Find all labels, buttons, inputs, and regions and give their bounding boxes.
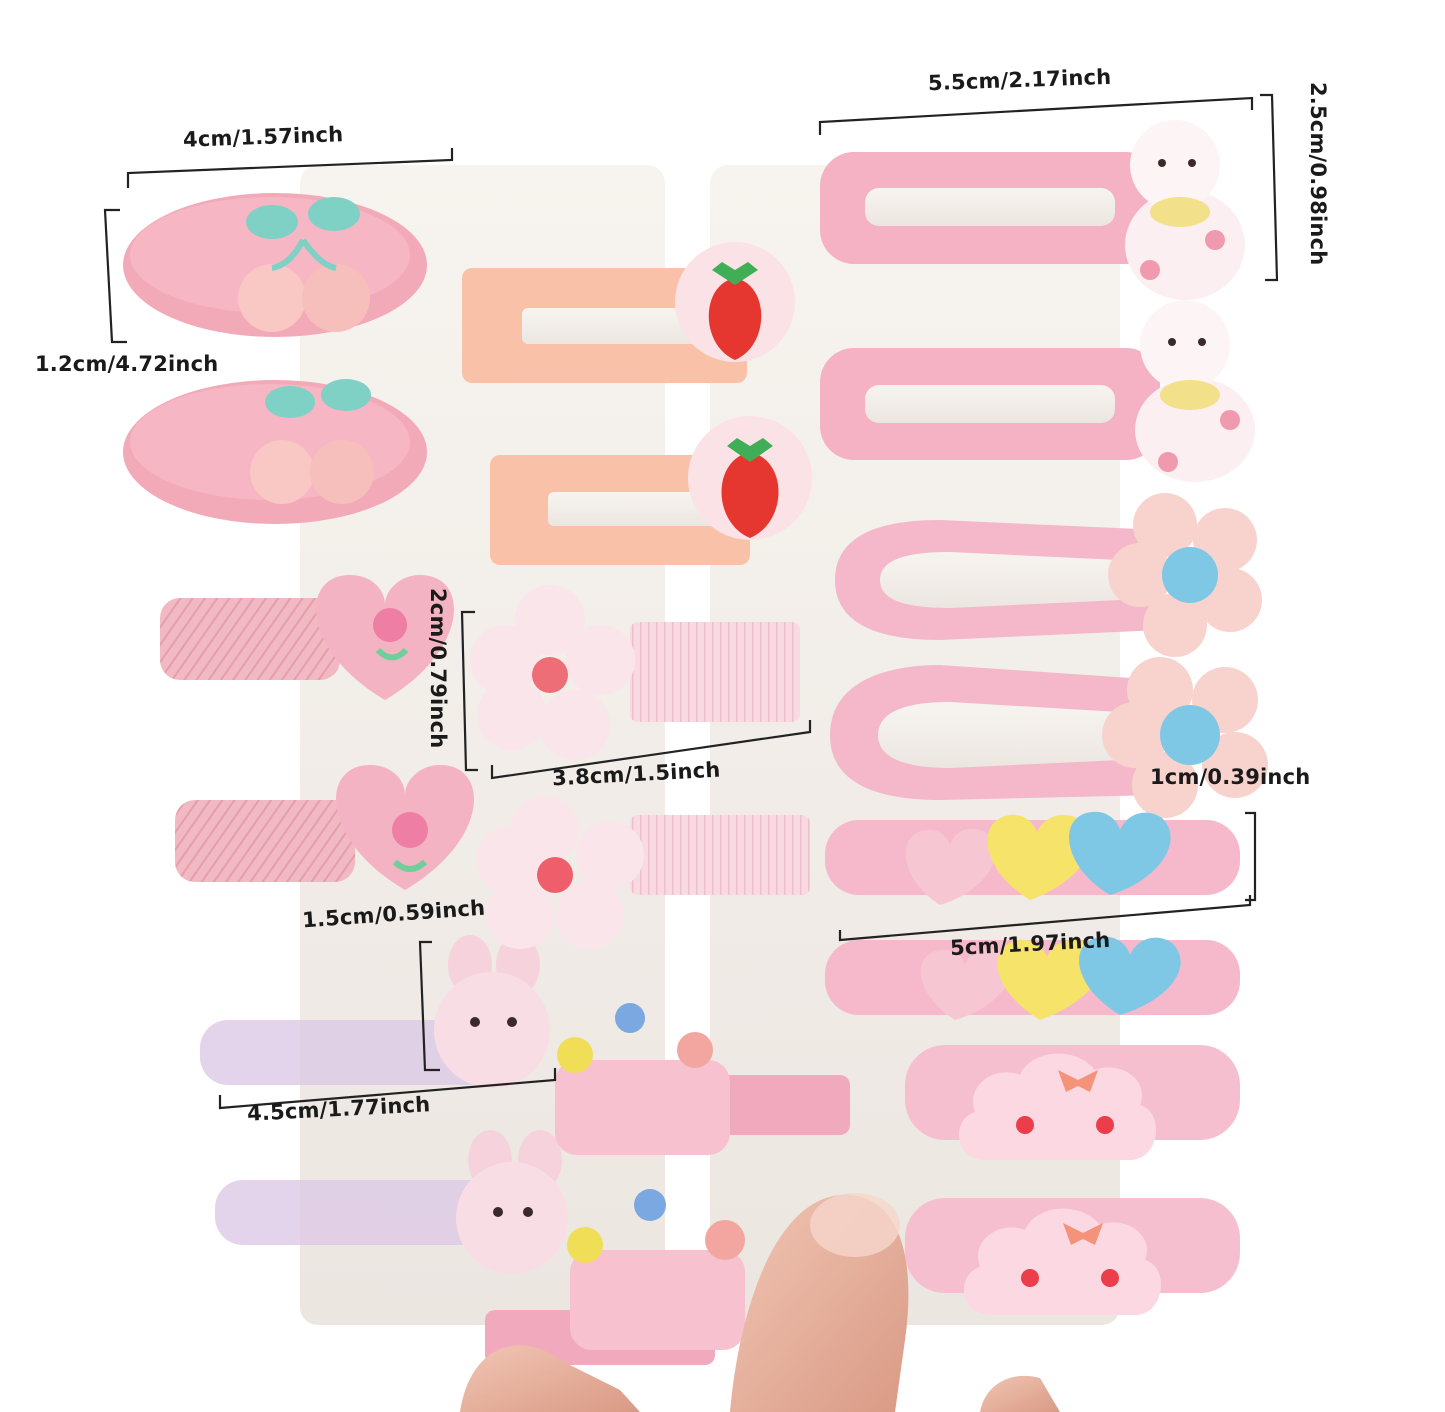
daisy-charm bbox=[476, 796, 644, 949]
cherry-hair-clip bbox=[123, 379, 427, 524]
cloud-charm bbox=[958, 1053, 1157, 1160]
bunny-charm bbox=[434, 935, 550, 1088]
flower-charm bbox=[1108, 493, 1262, 657]
cloud-face-clip bbox=[905, 1045, 1240, 1160]
daisy-ribbon-clip bbox=[470, 585, 800, 760]
heart-ribbon-clip bbox=[175, 765, 474, 890]
cat-charm bbox=[1135, 300, 1255, 482]
cloud-face-clip bbox=[905, 1198, 1240, 1315]
triple-heart-clip bbox=[825, 936, 1240, 1020]
cat-snap-clip bbox=[820, 120, 1245, 300]
flower-teardrop-clip bbox=[830, 657, 1268, 818]
crown-claw-clip bbox=[485, 1189, 745, 1365]
holding-hand bbox=[460, 1193, 1060, 1412]
bunny-clip bbox=[215, 1130, 568, 1274]
bunny-charm bbox=[456, 1130, 568, 1274]
crown-claw-clip bbox=[555, 1003, 850, 1155]
cherry-hair-clip bbox=[123, 193, 427, 337]
cherry-charm bbox=[250, 379, 374, 504]
flower-height-label: 2cm/0.79inch bbox=[426, 588, 450, 749]
daisy-charm bbox=[470, 585, 635, 760]
daisy-ribbon-clip bbox=[476, 796, 810, 949]
triple-heart-clip bbox=[825, 811, 1240, 905]
flower-charm bbox=[1102, 657, 1268, 818]
strawberry-snap-clip bbox=[462, 242, 795, 383]
heart-ribbon-clip bbox=[160, 575, 454, 700]
flower-teardrop-clip bbox=[835, 493, 1262, 657]
cherry-height-label: 1.2cm/4.72inch bbox=[35, 352, 219, 376]
cat-charm bbox=[1125, 120, 1245, 300]
cat-snap-clip bbox=[820, 300, 1255, 482]
cat-height-label: 2.5cm/0.98inch bbox=[1306, 82, 1330, 266]
dimension-lines bbox=[103, 93, 1279, 1110]
cloud-charm bbox=[963, 1208, 1162, 1315]
cherry-charm bbox=[238, 197, 370, 332]
strawberry-snap-clip bbox=[490, 416, 812, 565]
heart-height-label: 1cm/0.39inch bbox=[1150, 765, 1311, 789]
